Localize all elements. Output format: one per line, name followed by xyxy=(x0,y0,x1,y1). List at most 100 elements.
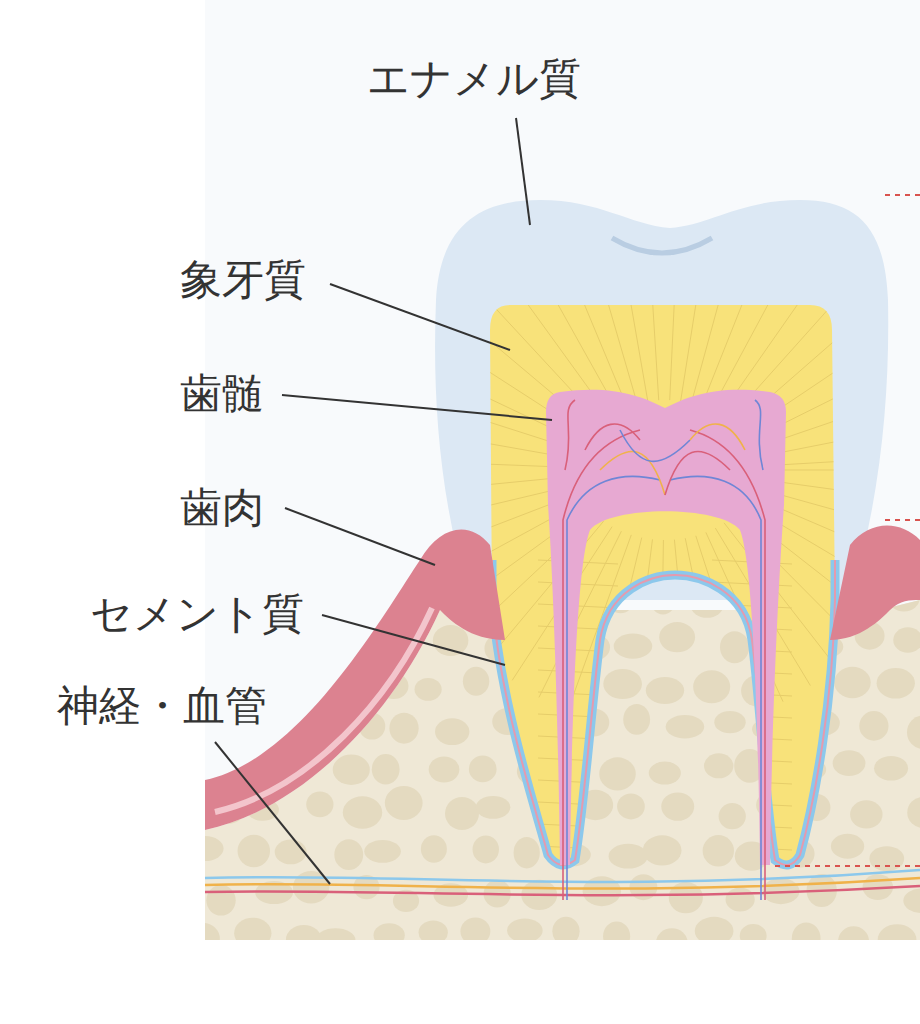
dentin-tubule xyxy=(527,250,617,411)
dentin-tubule xyxy=(685,538,723,723)
dentin-tubule xyxy=(538,648,618,652)
bone-cell xyxy=(703,835,734,866)
bone-cell xyxy=(907,797,920,828)
bone-cell xyxy=(316,928,356,951)
bone-cell xyxy=(609,844,648,869)
bone-cell xyxy=(831,834,864,859)
dentin-tubule xyxy=(660,540,663,730)
bone-cell xyxy=(234,918,271,949)
bone-cell xyxy=(385,786,423,820)
bone-cell xyxy=(206,885,235,916)
pulp xyxy=(546,390,786,865)
bone-cell xyxy=(445,797,479,830)
level-marks xyxy=(775,195,920,866)
bone-cell xyxy=(476,796,511,819)
bone-cell xyxy=(726,887,755,911)
root-membrane xyxy=(492,560,835,865)
bone-cell xyxy=(869,846,904,871)
bone-cell xyxy=(833,750,866,776)
bone-cell xyxy=(603,669,642,699)
dentin-tubule xyxy=(712,736,792,740)
bone-cell xyxy=(907,716,920,749)
bone-cell xyxy=(198,755,225,780)
gum xyxy=(830,526,920,640)
dentin-tubule xyxy=(538,692,618,696)
bone-cell xyxy=(599,757,636,790)
part-label: 歯髄 xyxy=(178,370,266,418)
bone-cell xyxy=(469,756,497,783)
bone-cell xyxy=(649,762,681,785)
bone-cell xyxy=(473,835,499,863)
dentin-tubule xyxy=(538,736,618,740)
bone-cell xyxy=(372,754,400,785)
enamel-fissure xyxy=(612,238,712,253)
bone-cell xyxy=(859,711,888,741)
bone-cell xyxy=(603,922,630,951)
bone-cell xyxy=(792,922,821,953)
dentin-tubule xyxy=(712,802,792,806)
dentin-tubule xyxy=(670,210,679,400)
bone-cell xyxy=(460,917,490,945)
bone-cell xyxy=(659,622,695,652)
dentin-tubule xyxy=(712,714,792,718)
bone-cell xyxy=(429,757,460,783)
dentin-tubule xyxy=(712,780,792,784)
dentin-tubule xyxy=(712,846,792,850)
dentin-tubule xyxy=(712,758,792,762)
bone-cell xyxy=(415,678,442,701)
bone-cell xyxy=(695,917,734,945)
bone-cell xyxy=(850,800,882,828)
dentin-tubule xyxy=(647,211,659,401)
dentin-tubule xyxy=(629,539,653,727)
bone-cell xyxy=(433,625,469,656)
cementum xyxy=(492,560,835,865)
dentin-tubules xyxy=(405,210,920,850)
bone-cell xyxy=(719,803,746,829)
bone-cell xyxy=(666,715,705,738)
dentin-tubule xyxy=(615,215,647,402)
part-label: 神経・血管 xyxy=(55,682,269,730)
dentin xyxy=(490,305,835,865)
bone-cell xyxy=(646,677,684,704)
bone-cell xyxy=(903,889,920,914)
bone-cell xyxy=(740,924,767,947)
dentin-tubule xyxy=(674,540,692,729)
bone-cell xyxy=(661,792,694,820)
bone-cell xyxy=(284,667,310,698)
bone-cell xyxy=(720,631,749,663)
bone-cell xyxy=(878,924,917,955)
part-label: 歯肉 xyxy=(178,484,266,532)
bone-cell xyxy=(306,792,333,818)
dentin-tubule xyxy=(691,221,741,403)
bone-cell xyxy=(463,667,489,696)
dentin-tubule xyxy=(555,234,627,406)
bone-cell xyxy=(435,718,469,745)
part-label: セメント質 xyxy=(88,590,306,638)
bone-cell xyxy=(552,917,579,946)
bone-cell xyxy=(187,836,224,861)
bone-cell xyxy=(877,668,915,699)
bone-cell xyxy=(614,634,653,659)
dentin-tubule xyxy=(538,780,618,784)
bone-cell xyxy=(617,793,645,819)
bone-cell xyxy=(334,839,363,870)
bone-cell xyxy=(704,753,733,778)
bone-cell xyxy=(838,926,869,956)
leader-lines xyxy=(215,118,552,884)
bone-cell xyxy=(623,704,650,735)
bone-cell xyxy=(714,711,745,733)
dentin-tubule xyxy=(538,714,618,718)
bone-cell xyxy=(343,796,382,828)
bone-cell xyxy=(186,923,220,955)
dentin-tubule xyxy=(585,223,638,404)
pulp-vessels xyxy=(563,400,765,900)
bone-cell xyxy=(507,918,543,942)
dentin-tubule xyxy=(538,758,618,762)
bone-cell xyxy=(643,835,682,865)
bone-cell xyxy=(514,837,540,868)
bone-cell xyxy=(656,928,688,956)
dentin-tubule xyxy=(538,670,618,674)
bone-cell xyxy=(421,835,447,862)
